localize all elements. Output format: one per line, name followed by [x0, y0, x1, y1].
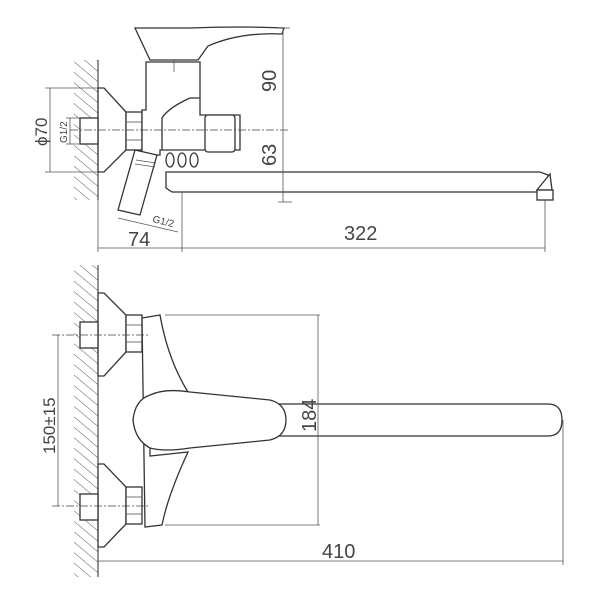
dim-total-length: 410 [322, 541, 355, 563]
diverter [165, 152, 199, 168]
hose-connector [117, 149, 158, 216]
dim-spout-reach: 322 [344, 223, 377, 245]
dim-inlet-thread: G1/2 [59, 121, 70, 143]
dim-outlet-thread: G1/2 [151, 214, 175, 230]
dim-flange-diameter: ϕ70 [32, 118, 51, 146]
spout [165, 171, 549, 193]
side-view: 90 63 ϕ70 G1/2 G1/2 74 322 [32, 26, 554, 252]
lever-handle [133, 26, 285, 61]
front-lever-handle [132, 389, 287, 451]
dim-body-height: 184 [299, 399, 321, 432]
dim-inlet-spacing: 150±15 [40, 397, 59, 454]
wall-hatch-bottom [74, 265, 98, 577]
dim-spout-height: 63 [259, 144, 281, 166]
dim-handle-height: 90 [259, 70, 281, 92]
front-view: 150±15 184 410 [40, 265, 564, 577]
hex-nut [125, 111, 143, 151]
front-spout [259, 403, 563, 437]
dim-wall-to-body: 74 [128, 229, 150, 251]
